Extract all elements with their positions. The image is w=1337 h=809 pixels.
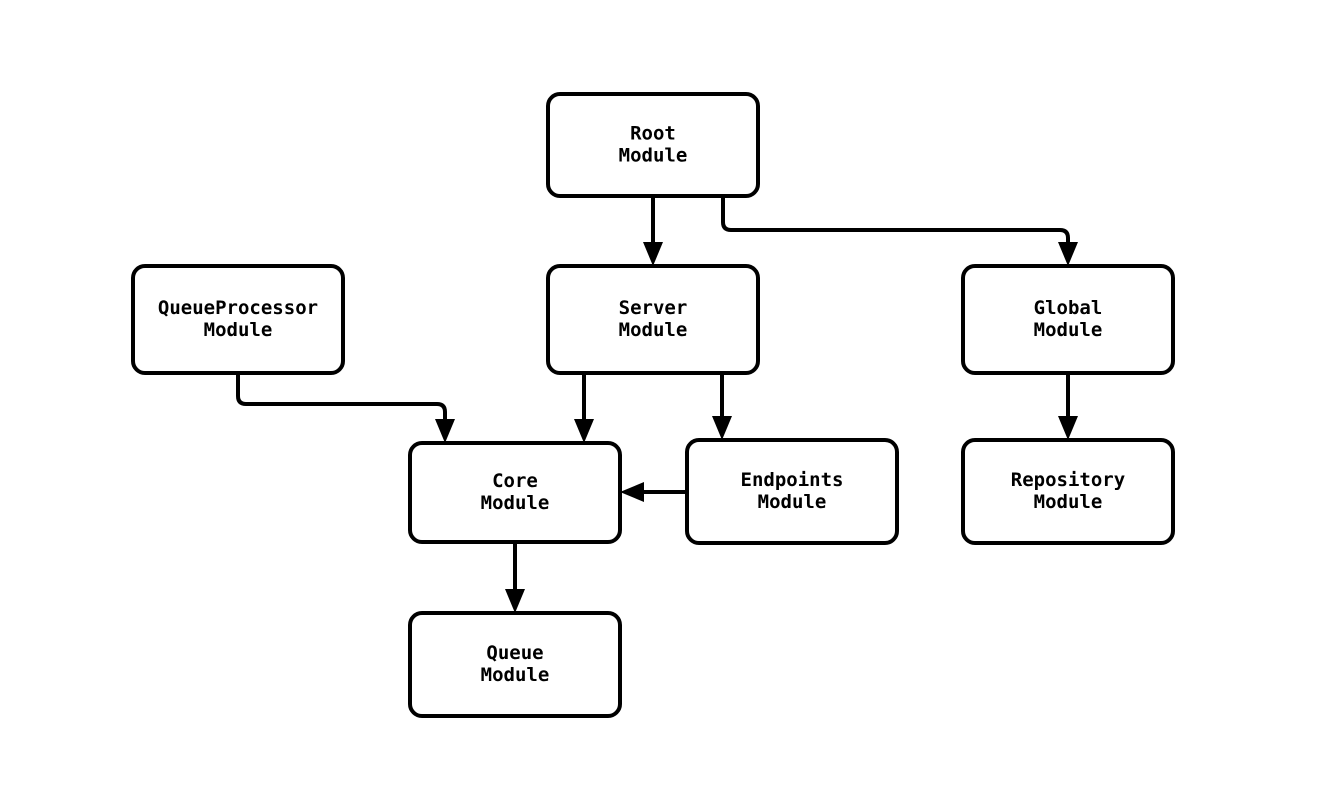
edge-core-to-queue: [505, 542, 525, 613]
edge-server-to-endpoints-arrowhead-icon: [712, 416, 732, 440]
queueprocessor-module-label-line1: QueueProcessor: [158, 297, 318, 319]
repository-module-box[interactable]: [961, 438, 1175, 545]
global-module-label-line1: Global: [1034, 297, 1103, 319]
edge-server-to-endpoints: [712, 373, 732, 440]
edge-queueprocessor-to-core-line: [236, 373, 447, 424]
core-module-label-line1: Core: [492, 470, 538, 492]
core-module-label-line2: Module: [481, 492, 550, 514]
root-module-box[interactable]: [546, 92, 760, 198]
edge-endpoints-to-core-arrowhead-icon: [620, 482, 644, 502]
edge-root-to-server-arrowhead-icon: [643, 242, 663, 266]
edge-root-to-global: [721, 196, 1078, 266]
queue-module-label-line2: Module: [481, 664, 550, 686]
edge-global-to-repository: [1058, 373, 1078, 440]
endpoints-module-label-line2: Module: [758, 491, 827, 513]
edge-queueprocessor-to-core-arrowhead-icon: [435, 419, 455, 443]
edges-layer: [236, 196, 1078, 613]
edge-root-to-global-arrowhead-icon: [1058, 242, 1078, 266]
nodes-layer: RootModuleQueueProcessorModuleServerModu…: [131, 92, 1175, 718]
edge-global-to-repository-arrowhead-icon: [1058, 416, 1078, 440]
edge-endpoints-to-core: [620, 482, 687, 502]
repository-module-label-line1: Repository: [1011, 469, 1125, 491]
queueprocessor-module-label-line2: Module: [204, 319, 273, 341]
server-module-label-line1: Server: [619, 297, 688, 319]
edge-core-to-queue-arrowhead-icon: [505, 589, 525, 613]
root-module-label-line1: Root: [630, 123, 676, 145]
repository-module-label-line2: Module: [1034, 491, 1103, 513]
edge-queueprocessor-to-core: [236, 373, 455, 443]
queueprocessor-module-box[interactable]: [131, 264, 345, 375]
core-module-box[interactable]: [408, 441, 622, 544]
queue-module-box[interactable]: [408, 611, 622, 718]
root-module-label-line2: Module: [619, 145, 688, 167]
edge-root-to-global-line: [721, 196, 1070, 247]
edge-server-to-core-arrowhead-icon: [574, 419, 594, 443]
edge-server-to-core: [574, 373, 594, 443]
queue-module-label-line1: Queue: [486, 642, 543, 664]
endpoints-module-box[interactable]: [685, 438, 899, 545]
global-module-box[interactable]: [961, 264, 1175, 375]
endpoints-module-label-line1: Endpoints: [741, 469, 844, 491]
edge-root-to-server: [643, 196, 663, 266]
global-module-label-line2: Module: [1034, 319, 1103, 341]
server-module-label-line2: Module: [619, 319, 688, 341]
server-module-box[interactable]: [546, 264, 760, 375]
